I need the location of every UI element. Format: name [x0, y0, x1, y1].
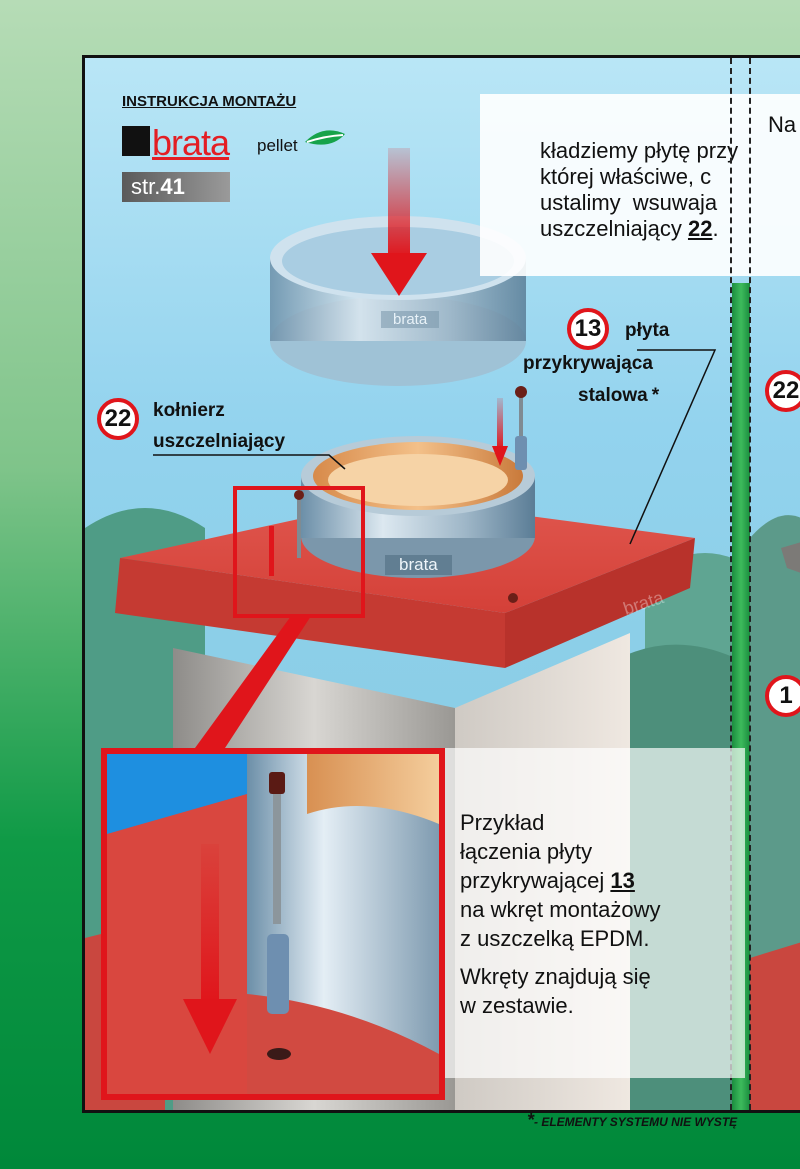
flange-label-1: kołnierz — [153, 400, 225, 421]
note-line-4: ustalimy wsuwaja — [540, 190, 718, 215]
info-line-7: w zestawie. — [460, 993, 574, 1018]
info-line-6: Wkręty znajdują się — [460, 964, 651, 989]
detail-inset-illustration — [107, 754, 439, 1094]
page-number: str.41 — [131, 174, 185, 200]
page-bar — [122, 172, 230, 202]
info-line-4: na wkręt montażowy — [460, 897, 661, 922]
info-line-5: z uszczelką EPDM. — [460, 926, 650, 951]
detail-inset — [101, 748, 445, 1100]
info-line-1: Przykład — [460, 810, 545, 835]
detail-highlight-box — [233, 486, 365, 618]
info-line-3-text: przykrywającej — [460, 868, 605, 893]
note-line-2: kładziemy płytę przy — [540, 138, 739, 163]
flange-brand-label: brata — [385, 555, 452, 575]
badge-22: 22 — [97, 398, 139, 440]
note-end: . — [712, 216, 719, 241]
dashed-divider-right — [749, 58, 751, 1110]
top-instruction-panel: Na kładziemy płytę przy której właściwe,… — [480, 94, 800, 276]
document-title: INSTRUKCJA MONTAŻU — [122, 93, 297, 110]
badge-22-right: 22 — [765, 370, 800, 412]
plate-asterisk: * — [651, 385, 660, 406]
info-line-2: łączenia płyty — [460, 839, 593, 864]
page-value: 41 — [160, 174, 185, 199]
plate-label-1: płyta — [625, 320, 670, 341]
info-line-3: przykrywającej 13 — [460, 868, 635, 894]
note-line-5-text: uszczelniający — [540, 216, 682, 241]
flange-leader-line — [153, 454, 346, 470]
instruction-page: brata brata brata INSTRUKCJA MONTAŻU bra… — [82, 55, 800, 1113]
page-prefix: str. — [131, 174, 161, 199]
plate-label-3: stalowa* — [578, 385, 659, 407]
right-plate-fragment — [781, 542, 800, 573]
logo-suffix: pellet — [257, 136, 298, 155]
badge-13: 13 — [567, 308, 609, 350]
footer-note: *- ELEMENTY SYSTEMU NIE WYSTĘ — [527, 1110, 737, 1131]
dashed-divider-left — [730, 58, 732, 1110]
plate-leader-line — [629, 349, 717, 545]
note-line-3: której właściwe, c — [540, 164, 712, 189]
note-ref: 22 — [687, 216, 713, 241]
leaf-icon — [305, 130, 345, 145]
logo-brand: brata — [152, 122, 230, 163]
note-line-5: uszczelniający 22. — [540, 216, 719, 242]
footer-text: - ELEMENTY SYSTEMU NIE WYSTĘ — [534, 1115, 738, 1129]
badge-1-right: 1 — [765, 675, 800, 717]
plate-label-3-text: stalowa — [578, 385, 648, 406]
connection-info-panel: Przykład łączenia płyty przykrywającej 1… — [445, 748, 745, 1078]
pipe-brand-label: brata — [381, 311, 440, 328]
info-ref: 13 — [610, 868, 635, 893]
footer-asterisk: * — [527, 1110, 535, 1130]
plate-label-2: przykrywająca — [523, 353, 653, 374]
flange-label-2: uszczelniający — [153, 431, 286, 452]
note-line-1: Na — [768, 112, 797, 137]
logo-block — [122, 126, 150, 156]
